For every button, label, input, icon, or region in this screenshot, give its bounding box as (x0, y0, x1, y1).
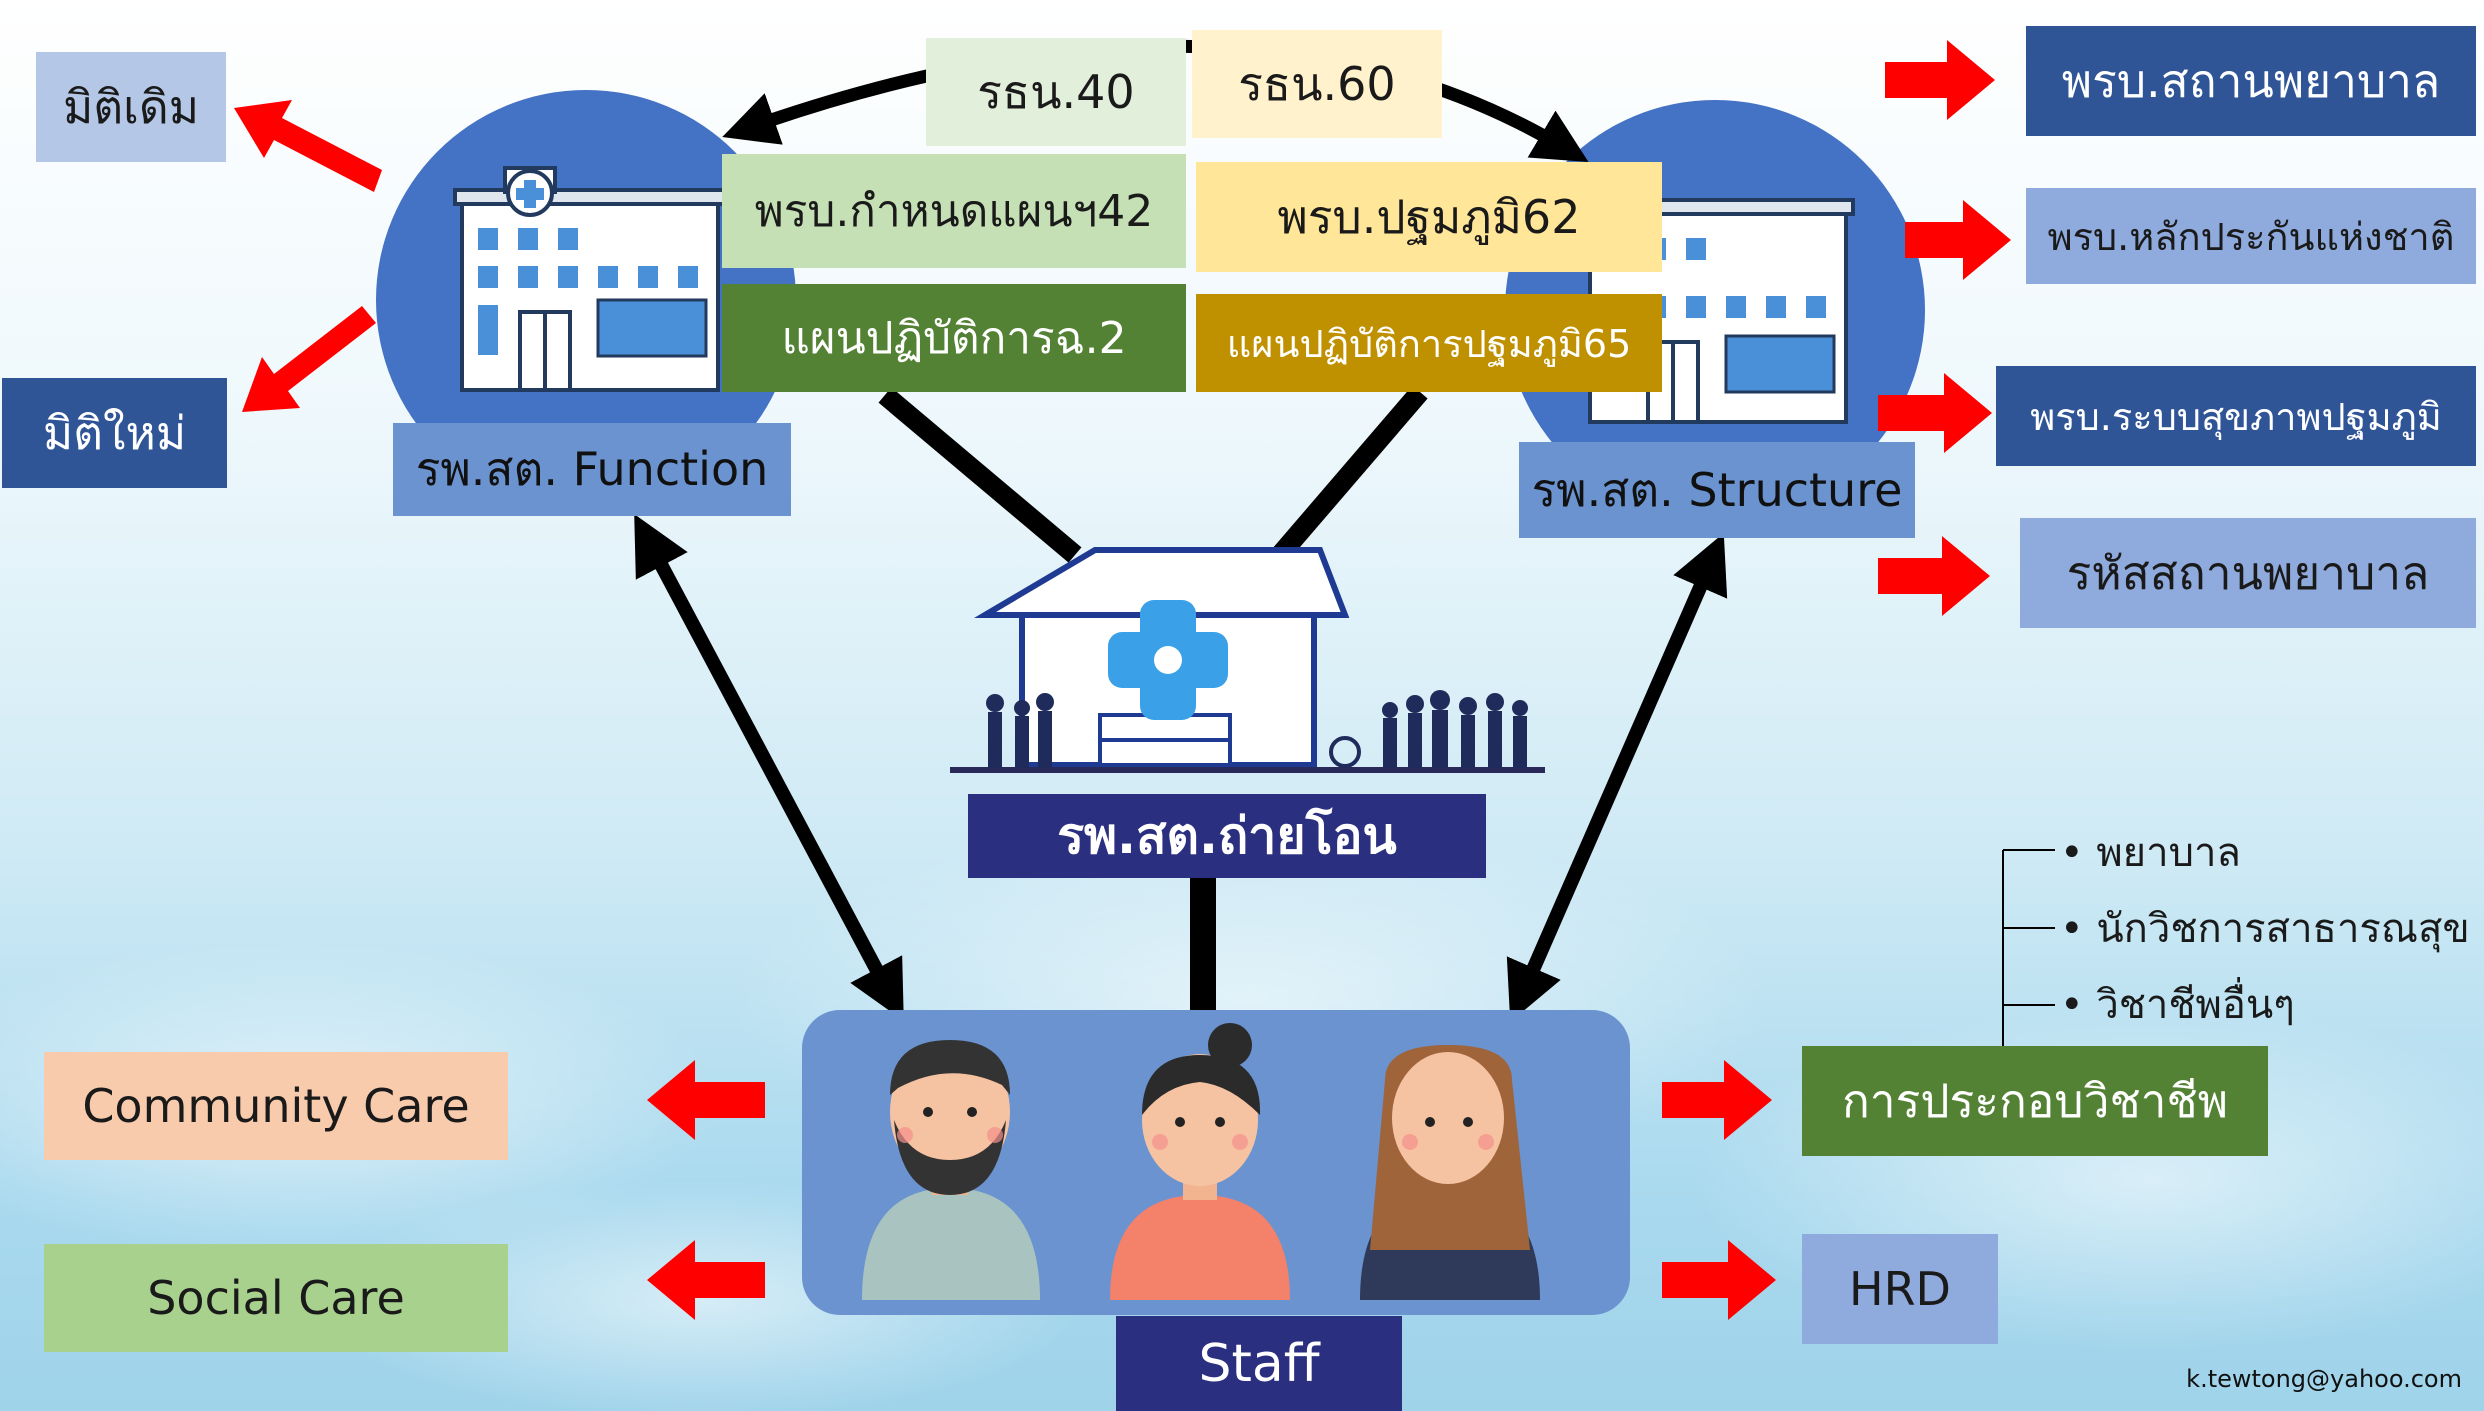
structure-to-center-line (1272, 385, 1428, 562)
structure-label: รพ.สต. Structure (1519, 442, 1915, 538)
plan-box-65: แผนปฏิบัติการปฐมภูมิ65 (1196, 294, 1662, 392)
red-arrow-community (647, 1060, 765, 1140)
red-arrow-dimension-new (242, 306, 376, 412)
profession-item: • วิชาชีพอื่นๆ (2060, 982, 2295, 1028)
profession-item: • พยาบาล (2060, 830, 2241, 876)
community-care-box: Community Care (44, 1052, 508, 1160)
red-arrow-structure-4 (1878, 536, 1990, 616)
function-building-icon (453, 166, 727, 392)
function-staff-arrow (634, 514, 904, 1021)
red-arrow-hrd (1662, 1240, 1776, 1320)
staff-woman-right-icon (1360, 1045, 1540, 1300)
law-box-rthn40: รธน.40 (926, 38, 1186, 146)
red-arrow-social (647, 1240, 765, 1320)
professions-list: • พยาบาล • นักวิชการสาธารณสุข • วิชาชีพอ… (2060, 815, 2470, 1043)
structure-item-1: พรบ.สถานพยาบาล (2026, 26, 2476, 136)
structure-item-3: พรบ.ระบบสุขภาพปฐมภูมิ (1996, 366, 2476, 466)
author-email: k.tewtong@yahoo.com (2186, 1365, 2462, 1393)
profession-item: • นักวิชการสาธารณสุข (2060, 906, 2470, 952)
law-box-rthn60: รธน.60 (1192, 30, 1442, 138)
law-box-act42: พรบ.กำหนดแผนฯ42 (722, 154, 1186, 268)
red-arrow-structure-2 (1905, 200, 2011, 280)
structure-item-2: พรบ.หลักประกันแห่งชาติ (2026, 188, 2476, 284)
professions-bracket (2002, 849, 2055, 1065)
function-to-center-line (878, 387, 1082, 563)
structure-item-4: รหัสสถานพยาบาล (2020, 518, 2476, 628)
red-arrow-practice (1662, 1060, 1772, 1140)
staff-label: Staff (1116, 1316, 1402, 1411)
red-arrow-dimension-old (234, 100, 382, 192)
red-arrow-structure-3 (1878, 373, 1992, 453)
structure-staff-arrow (1506, 533, 1728, 1022)
law-box-act62: พรบ.ปฐมภูมิ62 (1196, 162, 1662, 272)
social-care-box: Social Care (44, 1244, 508, 1352)
function-label: รพ.สต. Function (393, 423, 791, 516)
center-label: รพ.สต.ถ่ายโอน (968, 794, 1486, 878)
hrd-box: HRD (1802, 1234, 1998, 1344)
practice-box: การประกอบวิชาชีพ (1802, 1046, 2268, 1156)
staff-woman-center-icon (1110, 1023, 1290, 1300)
staff-man-icon (862, 1040, 1040, 1300)
dimension-new-box: มิติใหม่ (2, 378, 227, 488)
dimension-old-box: มิติเดิม (36, 52, 226, 162)
plan-box-2: แผนปฏิบัติการฉ.2 (722, 284, 1186, 392)
red-arrow-structure-1 (1885, 40, 1995, 120)
health-station-house-icon (950, 547, 1545, 773)
